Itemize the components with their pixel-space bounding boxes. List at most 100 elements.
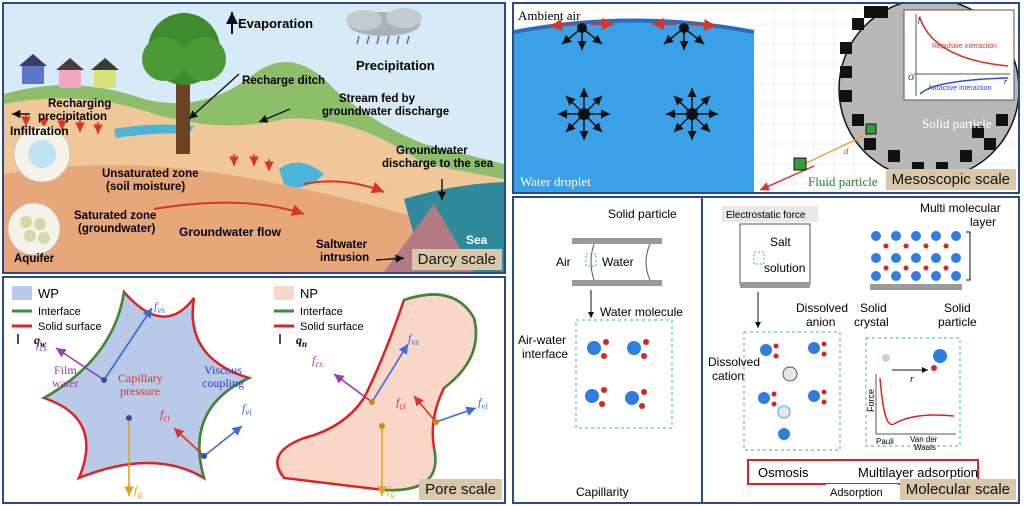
wp-f-vi-sub: vi [245,407,252,417]
micro-salt-2: solution [764,261,805,275]
meso-labels: Ambient air Water droplet Fluid particle… [518,8,1008,189]
micro-anion-2: anion [806,315,835,329]
np-f-g: f [387,483,392,497]
meso-ambient-air: Ambient air [518,8,581,23]
wp-f-ci-sub: ci [163,413,170,423]
label-infiltration: Infiltration [10,124,69,138]
meso-axis-origin: O [908,73,914,82]
wp-f-cs: f [36,337,41,351]
np-f-g-sub: g [390,489,395,499]
wp-legend-flux: q [34,333,40,347]
meso-axis-y: f [918,15,922,24]
micro-salt-1: Salt [770,235,791,249]
svg-text:fci: fci [396,395,406,411]
micro-pauli: Pauli [876,437,894,446]
np-f-cs-sub: cs [315,359,323,369]
label-sea: Sea [466,233,488,247]
label-aquifer: Aquifer [14,253,55,265]
meso-illustration [514,4,1018,192]
np-legend-solid: Solid surface [300,321,364,333]
wp-f-g-sub: g [137,489,142,499]
micro-cation-2: cation [712,369,744,383]
np-f-ci-sub: ci [399,401,406,411]
label-stream-1: Stream fed by [339,93,416,105]
wp-f-cs-sub: cs [39,343,47,353]
wp-f-vs: f [154,299,159,313]
meso-solid-particle: Solid particle [922,116,992,131]
wp-f-g: f [134,483,139,497]
svg-text:fvs: fvs [408,331,419,347]
micro-osmosis: Osmosis [758,465,809,480]
meso-fluid-particle: Fluid particle [808,174,878,189]
wp-film-1: Film [54,363,77,377]
np-f-vi-sub: vi [481,401,488,411]
svg-text:fcs: fcs [36,337,47,353]
micro-air-water-1: Air-water [518,333,566,347]
micro-anion-1: Dissolved [796,301,848,315]
micro-vdw-2: Waals [914,443,936,452]
micro-multilayer: Multilayer adsorption [858,465,978,480]
np-legend-interface: Interface [300,306,343,318]
pore-scale-tag: Pore scale [419,479,502,500]
meso-scale-tag: Mesoscopic scale [885,169,1016,190]
micro-force: Force [866,389,876,412]
label-recharge-ditch: Recharge ditch [242,75,325,87]
np-f-vi: f [478,395,483,409]
meso-repulsive: Repulsive interaction [932,43,997,50]
wp-film-2: water [52,376,79,390]
np-legend-title: NP [300,286,318,301]
np-f-ci: f [396,395,401,409]
label-sat-2: (groundwater) [78,223,155,235]
darcy-scale-panel: Evaporation Precipitation Recharge ditch… [2,2,506,274]
micro-vdw-1: Van der [910,435,938,444]
wp-viscous-2: coupling [202,376,244,390]
micro-multi-1: Multi molecular [920,201,1001,215]
micro-air: Air [556,255,571,269]
micro-scale-tag: Molecular scale [899,479,1016,500]
svg-text:fcs: fcs [312,353,323,369]
micro-solid-part-1: Solid [944,301,971,315]
svg-text:qw: qw [34,333,47,349]
meso-attractive: Attractive interaction [928,85,992,92]
micro-r-label: r [910,374,914,385]
micro-cation-1: Dissolved [708,355,760,369]
micro-water-molecule: Water molecule [600,305,683,319]
wp-viscous-1: Viscous [204,363,242,377]
micro-multi-2: layer [970,215,996,229]
micro-solid-part-2: particle [938,315,977,329]
wp-legend-flux-sub: w [40,339,47,349]
np-f-cs: f [312,353,317,367]
label-unsat-1: Unsaturated zone [102,168,199,180]
label-recharging-1: Recharging [48,98,111,110]
svg-text:fg: fg [387,483,395,499]
darcy-scale-tag: Darcy scale [411,249,502,270]
pore-scale-panel: WP Interface Solid surface qw fvs fcs Fi… [2,276,506,504]
wp-legend-interface: Interface [38,306,81,318]
np-f-vs-sub: vs [411,337,419,347]
label-unsat-2: (soil moisture) [106,181,185,193]
meso-dist-label: d [844,146,849,156]
wp-capillary-2: pressure [120,384,160,398]
label-stream-2: groundwater discharge [322,106,449,118]
wp-legend-solid: Solid surface [38,321,102,333]
micro-capillarity: Capillarity [576,485,629,499]
svg-text:fvi: fvi [478,395,488,411]
label-saltwater-1: Saltwater [316,239,368,251]
micro-labels: Solid particle Air Water Water molecule … [518,201,1001,499]
np-legend-flux: q [296,333,302,347]
meso-water-droplet: Water droplet [520,174,591,189]
svg-text:fvi: fvi [242,401,252,417]
pore-labels: WP Interface Solid surface qw fvs fcs Fi… [34,286,488,499]
label-gw-flow: Groundwater flow [179,225,282,239]
darcy-illustration [4,4,504,272]
pore-illustration [12,286,478,496]
micro-water: Water [602,255,634,269]
svg-text:fvs: fvs [154,299,165,315]
molecular-scale-panel: Solid particle Air Water Water molecule … [512,196,1020,504]
micro-solid-crystal-1: Solid [860,301,887,315]
micro-adsorption: Adsorption [830,487,883,499]
micro-electrostatic: Electrostatic force [726,210,806,221]
svg-text:fg: fg [134,483,142,499]
wp-legend-title: WP [38,286,59,301]
label-evaporation: Evaporation [238,16,313,31]
